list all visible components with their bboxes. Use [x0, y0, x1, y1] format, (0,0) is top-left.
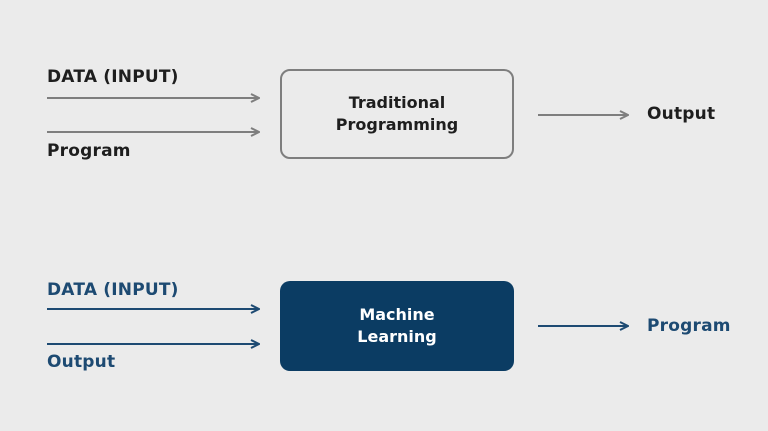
traditional-data-input-label: DATA (INPUT): [47, 67, 179, 87]
ml-box-line1: Machine: [359, 305, 435, 324]
traditional-programming-box: Traditional Programming: [280, 69, 514, 159]
machine-learning-box: Machine Learning: [280, 281, 514, 371]
ml-program-output-label: Program: [647, 316, 731, 336]
traditional-program-label: Program: [47, 141, 131, 161]
machine-learning-box-text: Machine Learning: [357, 304, 436, 348]
traditional-box-line1: Traditional: [348, 93, 446, 112]
ml-box-line2: Learning: [357, 327, 437, 346]
ml-output-input-label: Output: [47, 352, 116, 372]
traditional-output-label: Output: [647, 104, 716, 124]
traditional-programming-box-text: Traditional Programming: [336, 92, 458, 136]
traditional-box-line2: Programming: [335, 115, 459, 134]
ml-data-input-label: DATA (INPUT): [47, 280, 179, 300]
